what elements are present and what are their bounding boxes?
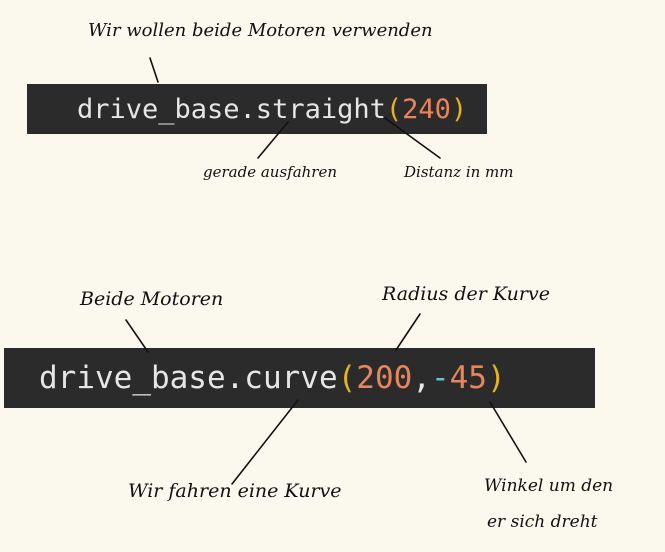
code-minus-sign: -: [430, 360, 450, 396]
annotation-drive-straight: gerade ausfahren: [203, 163, 338, 181]
code-paren-open: (: [385, 93, 403, 125]
code-function-straight: drive_base.straight: [77, 93, 386, 125]
annotation-both-motors: Beide Motoren: [80, 288, 224, 310]
code-function-curve: drive_base.curve: [39, 360, 338, 396]
code-arg-radius: 200: [356, 360, 413, 396]
code-paren-close: ): [450, 93, 468, 125]
code-paren-open: (: [337, 360, 357, 396]
code-comma: ,: [412, 360, 431, 396]
code-arg-distance: 240: [402, 93, 451, 125]
annotation-angle-line1: Winkel um den: [484, 476, 614, 496]
annotation-drive-curve: Wir fahren eine Kurve: [128, 480, 342, 502]
pointer-line-motors-use: [149, 57, 159, 83]
annotation-curve-radius: Radius der Kurve: [382, 283, 550, 305]
pointer-line-radius: [395, 313, 421, 351]
annotation-both-motors-use: Wir wollen beide Motoren verwenden: [88, 20, 433, 41]
code-paren-close: ): [486, 360, 506, 396]
annotation-angle-line2: er sich dreht: [487, 512, 598, 532]
annotation-distance-mm: Distanz in mm: [404, 163, 514, 181]
pointer-line-drive-curve: [231, 399, 299, 485]
code-arg-angle: 45: [449, 360, 487, 396]
code-block-straight: drive_base.straight(240): [27, 84, 487, 134]
pointer-line-angle: [489, 401, 527, 463]
code-block-curve: drive_base.curve(200,-45): [4, 348, 595, 408]
